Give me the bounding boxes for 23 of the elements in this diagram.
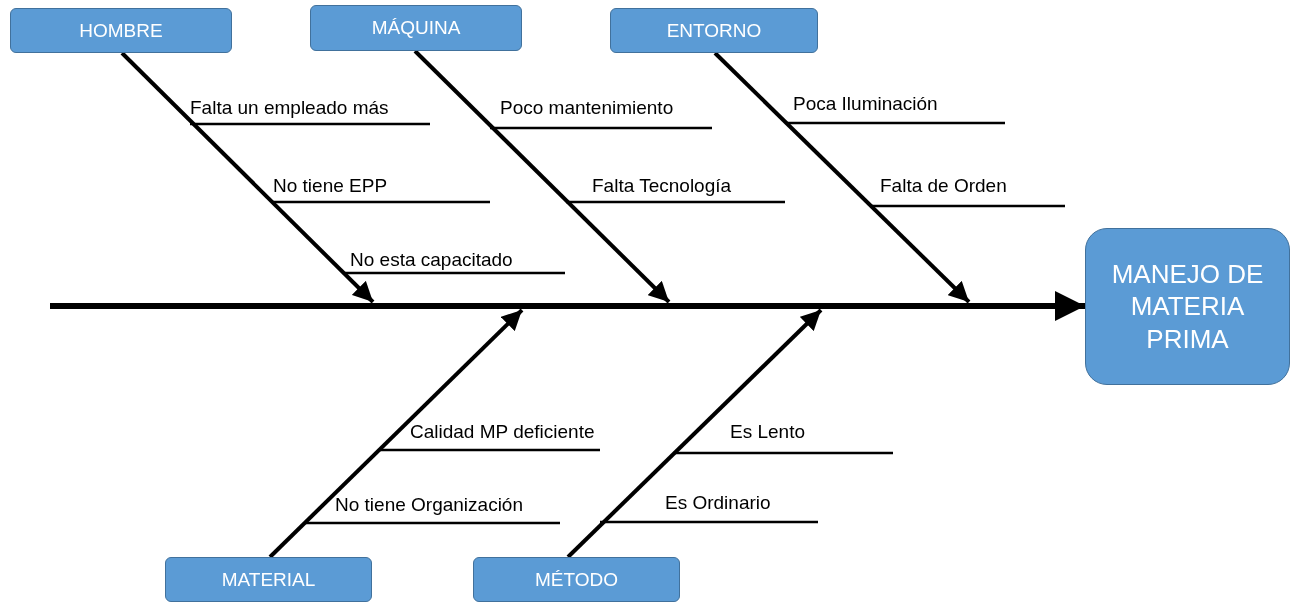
category-box: MÉTODO bbox=[473, 557, 680, 602]
cause-label: Falta de Orden bbox=[880, 175, 1007, 197]
effect-box: MANEJO DE MATERIA PRIMA bbox=[1085, 228, 1290, 385]
cause-label: Calidad MP deficiente bbox=[410, 421, 595, 443]
cause-label: No esta capacitado bbox=[350, 249, 513, 271]
cause-label: Poca Iluminación bbox=[793, 93, 938, 115]
category-box: HOMBRE bbox=[10, 8, 232, 53]
bone-arrow bbox=[268, 308, 524, 559]
cause-label: Falta Tecnología bbox=[592, 175, 732, 197]
cause-label: Es Ordinario bbox=[665, 492, 771, 514]
cause-label: Poco mantenimiento bbox=[500, 97, 674, 119]
category-box: ENTORNO bbox=[610, 8, 818, 53]
category-box: MATERIAL bbox=[165, 557, 372, 602]
cause-label: Es Lento bbox=[730, 421, 805, 443]
bone-arrow bbox=[713, 51, 971, 304]
cause-label: No tiene Organización bbox=[335, 494, 523, 516]
spine-arrow bbox=[50, 291, 1085, 321]
cause-label: Falta un empleado más bbox=[190, 97, 389, 119]
bone-arrow bbox=[566, 308, 823, 559]
bone-arrow bbox=[120, 51, 375, 304]
cause-label: No tiene EPP bbox=[273, 175, 388, 197]
category-box: MÁQUINA bbox=[310, 5, 522, 51]
bone-arrow bbox=[413, 49, 671, 304]
